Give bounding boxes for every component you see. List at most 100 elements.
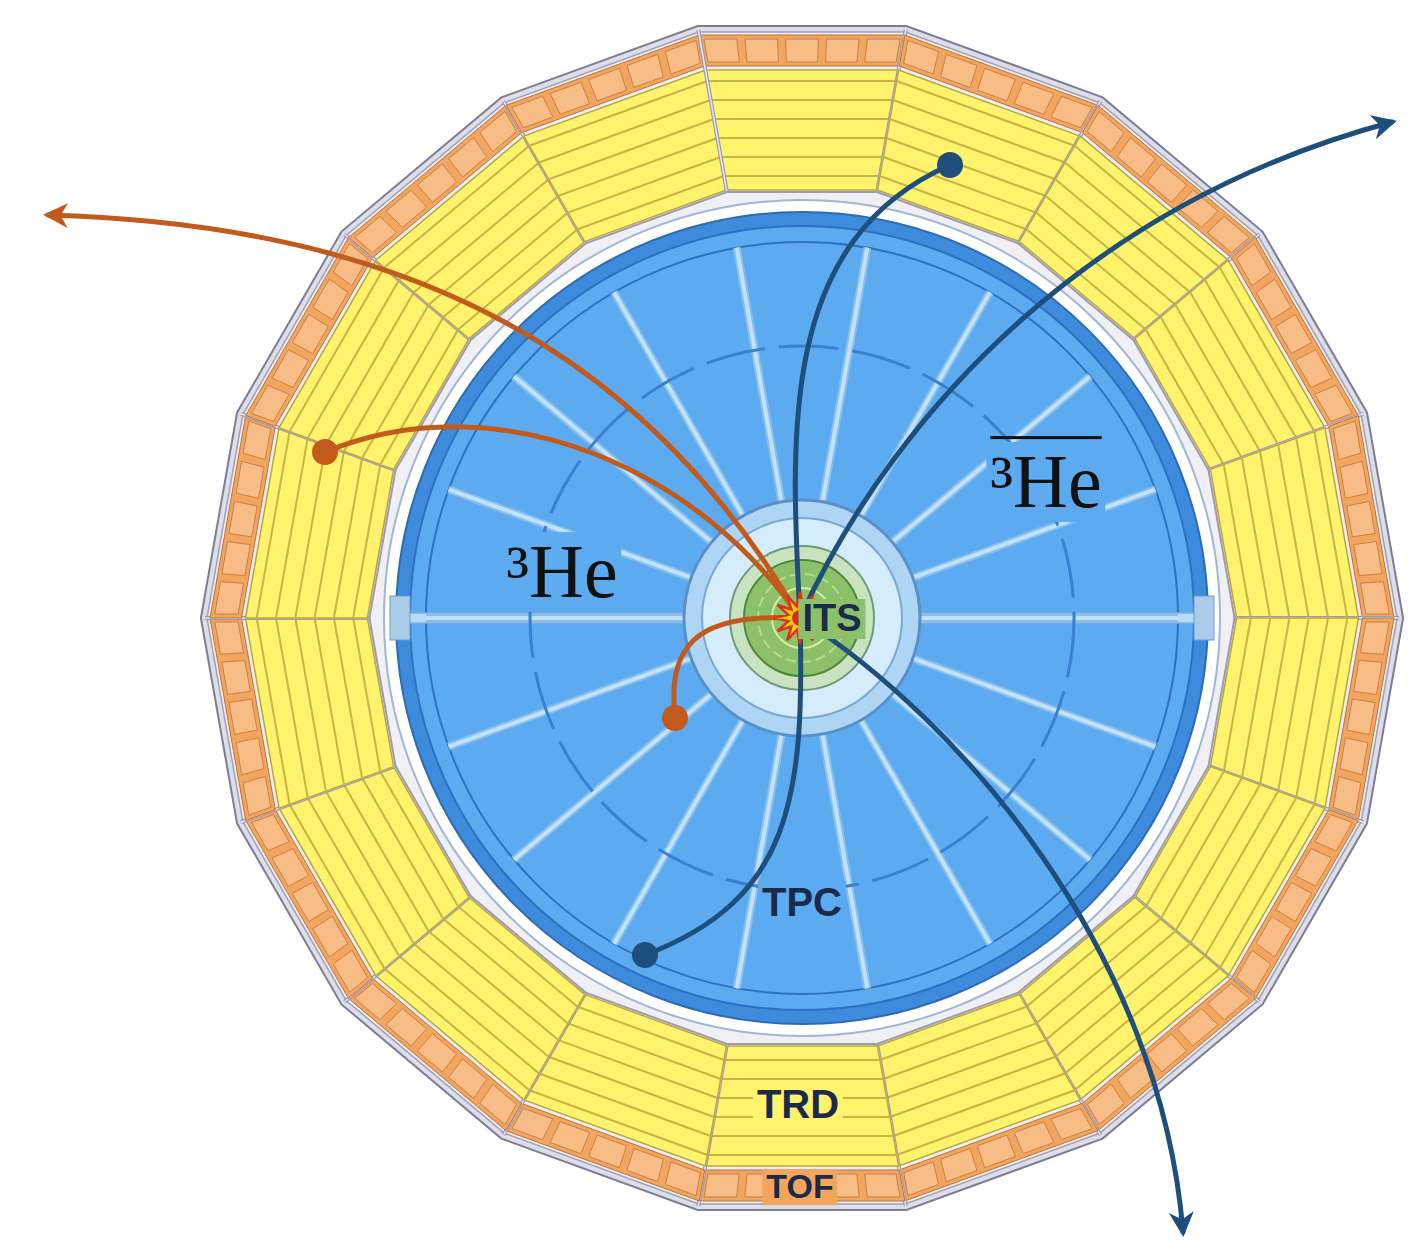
tof-module — [704, 1174, 739, 1197]
tpc-spoke — [822, 734, 867, 988]
tpc-spoke-edge — [514, 694, 712, 860]
trd-layer — [1314, 618, 1347, 804]
tof-module — [704, 39, 739, 62]
tof-module — [313, 916, 348, 957]
tof-module — [1315, 815, 1353, 851]
tof-module — [665, 40, 700, 74]
trd-layer — [290, 804, 385, 968]
trd-layer — [1175, 305, 1260, 452]
trd-layer — [897, 1090, 1075, 1155]
tof-module — [292, 882, 328, 921]
trd-layer — [1175, 785, 1260, 932]
tof-module — [904, 40, 939, 74]
trd-layer — [315, 451, 344, 618]
trd-layer — [711, 1135, 894, 1137]
tof-module — [589, 68, 627, 101]
tof-module — [1256, 279, 1291, 320]
helium3-label-box: ³He — [502, 532, 621, 612]
tof-module — [229, 501, 257, 537]
rail-mount — [1194, 596, 1214, 640]
tof-module — [222, 542, 251, 576]
tpc-spoke — [514, 694, 712, 860]
tof-module — [627, 54, 663, 87]
trd-layer — [344, 785, 429, 932]
tof-module — [243, 776, 271, 815]
antihelium-track — [800, 618, 1183, 1232]
trd-layer — [257, 618, 290, 804]
trd-layer — [326, 791, 414, 943]
trd-layer — [1296, 438, 1328, 618]
tof-module — [826, 39, 860, 62]
trd-layer — [1260, 618, 1289, 785]
trd-layer — [1220, 267, 1315, 431]
antihelium3-label-box: ³He — [986, 442, 1105, 522]
track-stop-dot — [937, 152, 963, 178]
trd-layer — [1205, 280, 1296, 438]
trd-layer — [721, 156, 884, 158]
tpc-spoke-edge — [449, 658, 691, 746]
tpc-spoke — [426, 616, 684, 620]
tof-module — [904, 1162, 939, 1196]
tof-module — [215, 622, 244, 654]
trd-layer — [1220, 804, 1315, 968]
tpc-spoke — [913, 658, 1155, 746]
tof-module — [292, 314, 328, 353]
trd-layer — [315, 618, 344, 785]
trd-layer — [707, 80, 896, 82]
trd-layer — [1278, 618, 1309, 791]
tof-module — [1360, 622, 1389, 654]
tof-module — [1014, 1122, 1054, 1154]
trd-layer — [429, 931, 559, 1040]
tof-module — [243, 421, 271, 460]
antihelium-track — [795, 165, 950, 618]
trd-layer — [1075, 146, 1220, 268]
tof-module — [236, 461, 264, 498]
tof-band — [699, 35, 905, 66]
rail-mount — [390, 596, 410, 640]
sector-divider — [698, 30, 727, 193]
tof-module — [1333, 421, 1361, 460]
trd-layer — [1205, 798, 1296, 956]
tof-module — [941, 1149, 977, 1182]
track-stop-dot — [312, 439, 338, 465]
trd-layer — [711, 99, 894, 101]
trd-layer — [414, 179, 549, 292]
trd-layer — [714, 118, 890, 120]
trd-layer — [897, 81, 1075, 146]
tof-module — [272, 350, 309, 388]
trd-layer — [384, 146, 529, 268]
tof-module — [1237, 244, 1271, 286]
helium-track — [325, 427, 800, 618]
trd-layer — [399, 956, 539, 1073]
tof-module — [1295, 849, 1332, 887]
tof-module — [1315, 385, 1353, 421]
tpc-spoke-edge — [737, 734, 782, 988]
trd-layer — [326, 292, 414, 444]
its-label-box: ITS — [798, 599, 865, 639]
trd-band — [1210, 428, 1358, 618]
antihelium3-label: ³He — [986, 442, 1105, 522]
trd-layer — [276, 438, 308, 618]
trd-layer — [1190, 791, 1278, 943]
track-stop-dot — [662, 705, 688, 731]
tracks — [48, 122, 1392, 1232]
trd-layer — [724, 1059, 880, 1061]
tpc-mid-ring — [530, 346, 1074, 890]
its-label: ITS — [798, 599, 865, 639]
tpc-spoke-edge — [614, 292, 743, 515]
trd-layer — [257, 432, 290, 618]
tpc-volume — [410, 226, 1194, 1010]
trd-band — [705, 1046, 898, 1166]
outer-frame — [201, 26, 1403, 1210]
frame-inner — [207, 32, 1397, 1204]
trd-layer — [1296, 618, 1328, 798]
tof-module — [627, 1149, 663, 1182]
trd-layer — [539, 100, 711, 162]
trd-layer — [1314, 432, 1347, 618]
tof-module — [236, 738, 264, 775]
tof-module — [229, 699, 257, 735]
trd-layer — [717, 137, 886, 139]
tof-module — [1014, 82, 1054, 114]
tof-module — [1256, 916, 1291, 957]
tpc-label: TPC — [758, 881, 846, 923]
